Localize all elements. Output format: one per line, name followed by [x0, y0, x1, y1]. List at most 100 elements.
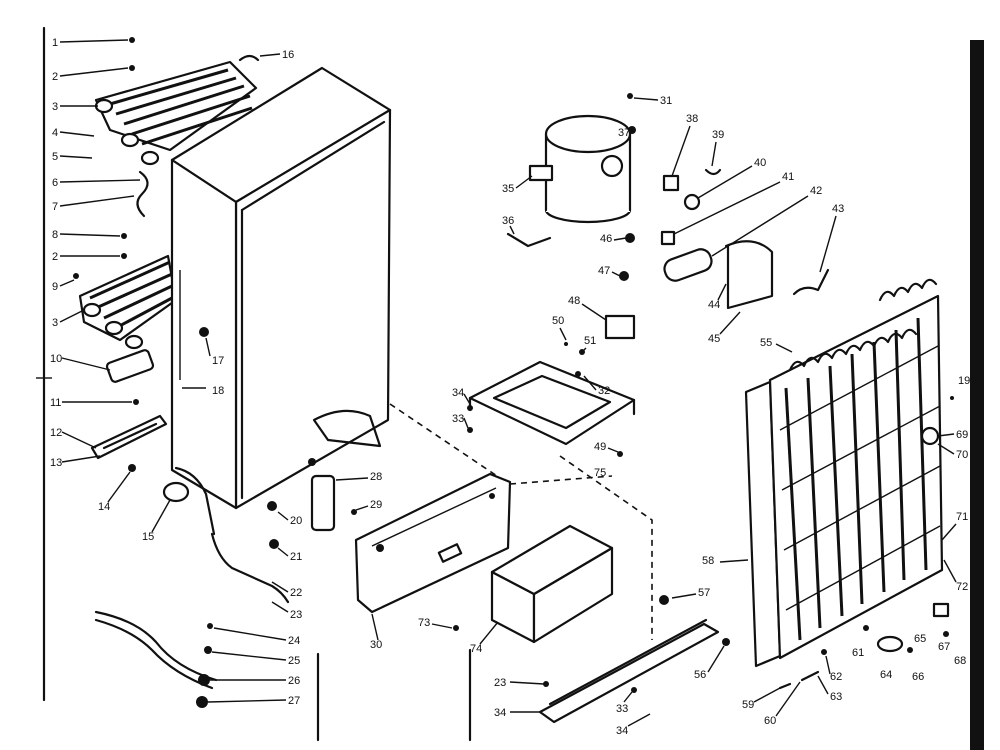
callout-63: 63: [830, 691, 842, 703]
callout-2: 2: [52, 71, 58, 83]
callout-48: 48: [568, 295, 580, 307]
power-cord: [94, 610, 320, 742]
drain-trough: [90, 414, 168, 460]
callout-55: 55: [760, 337, 772, 349]
callout-50: 50: [552, 315, 564, 327]
callout-43: 43: [832, 203, 844, 215]
relay-group: [604, 168, 830, 340]
callout-28: 28: [370, 471, 382, 483]
callout-72: 72: [956, 581, 968, 593]
callout-35: 35: [502, 183, 514, 195]
callout-74: 74: [470, 643, 482, 655]
callout-66: 66: [912, 671, 924, 683]
callout-38: 38: [686, 113, 698, 125]
callout-60: 60: [764, 715, 776, 727]
assembly-dashed-lines: [389, 403, 653, 640]
callout-15: 15: [142, 531, 154, 543]
callout-68: 68: [954, 655, 966, 667]
callout-19: 19: [958, 375, 970, 387]
callout-59: 59: [742, 699, 754, 711]
callout-45: 45: [708, 333, 720, 345]
cabinet: [162, 66, 392, 536]
callout-1: 1: [52, 37, 58, 49]
callout-70: 70: [956, 449, 968, 461]
callout-34: 34: [452, 387, 464, 399]
callout-2b: 2: [52, 251, 58, 263]
callout-labels: 1 2 3 4 5 6 7 8 2 9 3 10 11 12 13 14 15 …: [50, 37, 970, 737]
callout-47: 47: [598, 265, 610, 277]
callout-44: 44: [708, 299, 720, 311]
callout-6: 6: [52, 177, 58, 189]
condenser-fan-hardware: [778, 396, 954, 690]
condensate-pan: [453, 524, 614, 742]
callout-23b: 23: [494, 677, 506, 689]
callout-26: 26: [288, 675, 300, 687]
callout-33b: 33: [616, 703, 628, 715]
callout-73: 73: [418, 617, 430, 629]
callout-7: 7: [52, 201, 58, 213]
callout-41: 41: [782, 171, 794, 183]
callout-16: 16: [282, 49, 294, 61]
callout-23: 23: [290, 609, 302, 621]
callout-11: 11: [50, 397, 61, 409]
callout-12: 12: [50, 427, 62, 439]
callout-3b: 3: [52, 317, 58, 329]
callout-18: 18: [212, 385, 224, 397]
callout-56: 56: [694, 669, 706, 681]
callout-42: 42: [810, 185, 822, 197]
callout-20: 20: [290, 515, 302, 527]
callout-27: 27: [288, 695, 300, 707]
callout-58: 58: [702, 555, 714, 567]
callout-65: 65: [914, 633, 926, 645]
callout-62: 62: [830, 671, 842, 683]
compressor-bracket: [467, 342, 636, 457]
callout-64: 64: [880, 669, 892, 681]
callout-25: 25: [288, 655, 300, 667]
callout-57: 57: [698, 587, 710, 599]
base-rail: [538, 618, 720, 724]
callout-67: 67: [938, 641, 950, 653]
back-panel: [354, 472, 512, 614]
callout-32: 32: [598, 385, 610, 397]
callout-71: 71: [956, 511, 968, 523]
right-edge-bar: [970, 40, 984, 750]
callout-4: 4: [52, 127, 58, 139]
callout-61: 61: [852, 647, 864, 659]
cabinet-tubing: [210, 532, 290, 604]
callout-21: 21: [290, 551, 302, 563]
callout-37: 37: [618, 127, 630, 139]
base-components: [267, 458, 357, 549]
callout-39: 39: [712, 129, 724, 141]
callout-31: 31: [660, 95, 672, 107]
callout-13: 13: [50, 457, 62, 469]
callout-49: 49: [594, 441, 606, 453]
left-border-rule: [36, 26, 52, 702]
callout-9: 9: [52, 281, 58, 293]
callout-36: 36: [502, 215, 514, 227]
callout-24: 24: [288, 635, 300, 647]
callout-75: 75: [594, 467, 606, 479]
callout-3: 3: [52, 101, 58, 113]
condenser: [659, 278, 944, 668]
callout-8: 8: [52, 229, 58, 241]
callout-34c: 34: [494, 707, 506, 719]
callout-46: 46: [600, 233, 612, 245]
callout-69: 69: [956, 429, 968, 441]
compressor: [506, 93, 636, 281]
callout-34b: 34: [616, 725, 628, 737]
left-hardware: [73, 37, 260, 708]
callout-40: 40: [754, 157, 766, 169]
upper-evaporator-coil: [94, 60, 258, 218]
callout-30: 30: [370, 639, 382, 651]
callout-33: 33: [452, 413, 464, 425]
callout-51: 51: [584, 335, 596, 347]
callout-17: 17: [212, 355, 224, 367]
callout-14: 14: [98, 501, 110, 513]
callout-29: 29: [370, 499, 382, 511]
callout-10: 10: [50, 353, 62, 365]
callout-5: 5: [52, 151, 58, 163]
callout-22: 22: [290, 587, 302, 599]
lower-evaporator-coil: [78, 254, 178, 383]
